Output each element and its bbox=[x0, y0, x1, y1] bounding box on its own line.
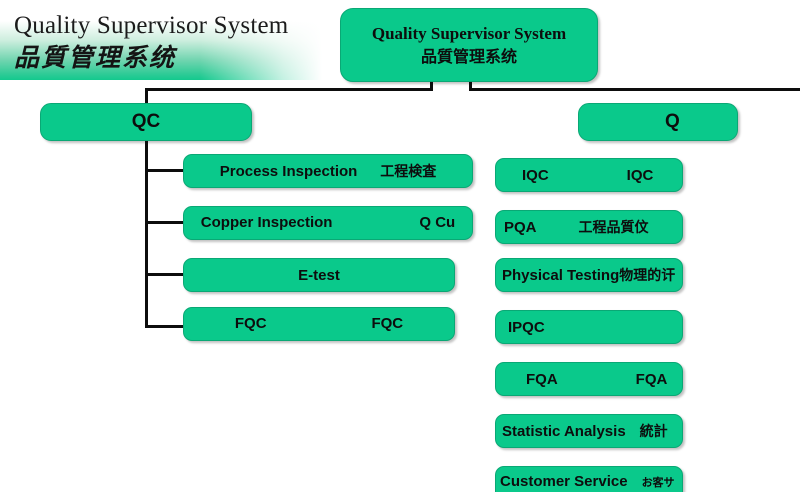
node-copper-inspection[interactable]: Copper Inspection Q Cu bbox=[183, 206, 473, 240]
node-qc-label: QC bbox=[131, 111, 161, 132]
connector-qc-stub-2 bbox=[145, 221, 185, 224]
connector-root-left-stub bbox=[430, 82, 433, 91]
node-fqc-label-jp: FQC bbox=[371, 315, 404, 332]
node-pqa[interactable]: PQA 工程品質伩 bbox=[495, 210, 683, 244]
connector-qc-stub-3 bbox=[145, 273, 185, 276]
node-copper-inspection-label-jp: Q Cu bbox=[419, 214, 456, 231]
connector-qc-spine bbox=[145, 141, 148, 328]
node-fqa-label-en: FQA bbox=[526, 370, 558, 388]
node-e-test-label: E-test bbox=[298, 266, 340, 284]
title-banner: Quality Supervisor System 品質管理系统 bbox=[0, 8, 322, 80]
node-customer-service[interactable]: Customer Service お客サ bbox=[495, 466, 683, 492]
node-fqc-label-en: FQC bbox=[234, 315, 267, 332]
node-pqa-label-jp: 工程品質伩 bbox=[578, 220, 649, 236]
node-qa-label: Q bbox=[665, 111, 680, 132]
node-physical-testing[interactable]: Physical Testing 物理的讦 bbox=[495, 258, 683, 292]
node-qa[interactable]: Q bbox=[578, 103, 738, 141]
node-physical-testing-label-en: Physical Testing bbox=[502, 267, 620, 284]
node-fqa[interactable]: FQA FQA bbox=[495, 362, 683, 396]
node-customer-service-label-jp: お客サ bbox=[641, 475, 675, 489]
node-root-label-jp: 品質管理系统 bbox=[420, 47, 517, 66]
connector-root-right-stub bbox=[469, 82, 472, 91]
node-ipqc-label-en: IPQC bbox=[508, 318, 545, 336]
node-process-inspection[interactable]: Process Inspection 工程検査 bbox=[183, 154, 473, 188]
banner-title-en: Quality Supervisor System bbox=[14, 12, 289, 39]
node-process-inspection-label-jp: 工程検査 bbox=[380, 164, 437, 180]
connector-qc-stub-1 bbox=[145, 169, 185, 172]
node-process-inspection-label-en: Process Inspection bbox=[219, 163, 358, 180]
node-iqc-label-en: IQC bbox=[522, 166, 549, 184]
node-pqa-label-en: PQA bbox=[504, 219, 537, 236]
connector-qc-drop bbox=[145, 88, 148, 105]
node-iqc-label-jp: IQC bbox=[626, 166, 654, 184]
node-qc[interactable]: QC bbox=[40, 103, 252, 141]
banner-title-jp: 品質管理系统 bbox=[14, 43, 177, 72]
node-iqc[interactable]: IQC IQC bbox=[495, 158, 683, 192]
connector-qc-stub-4 bbox=[145, 325, 185, 328]
node-root-label-en: Quality Supervisor System bbox=[371, 24, 567, 43]
node-fqc[interactable]: FQC FQC bbox=[183, 307, 455, 341]
node-ipqc[interactable]: IPQC bbox=[495, 310, 683, 344]
node-customer-service-label-en: Customer Service bbox=[500, 472, 628, 490]
connector-root-to-qc-horizontal bbox=[145, 88, 433, 91]
node-statistic-analysis[interactable]: Statistic Analysis 統計 bbox=[495, 414, 683, 448]
node-statistic-analysis-label-en: Statistic Analysis bbox=[502, 423, 626, 440]
node-fqa-label-jp: FQA bbox=[635, 370, 668, 388]
node-physical-testing-label-jp: 物理的讦 bbox=[619, 268, 676, 284]
node-e-test[interactable]: E-test bbox=[183, 258, 455, 292]
node-root-quality-supervisor-system[interactable]: Quality Supervisor System 品質管理系统 bbox=[340, 8, 598, 82]
connector-root-to-qa-horizontal bbox=[469, 88, 800, 91]
node-copper-inspection-label-en: Copper Inspection bbox=[200, 214, 333, 231]
node-statistic-analysis-label-jp: 統計 bbox=[639, 424, 668, 440]
